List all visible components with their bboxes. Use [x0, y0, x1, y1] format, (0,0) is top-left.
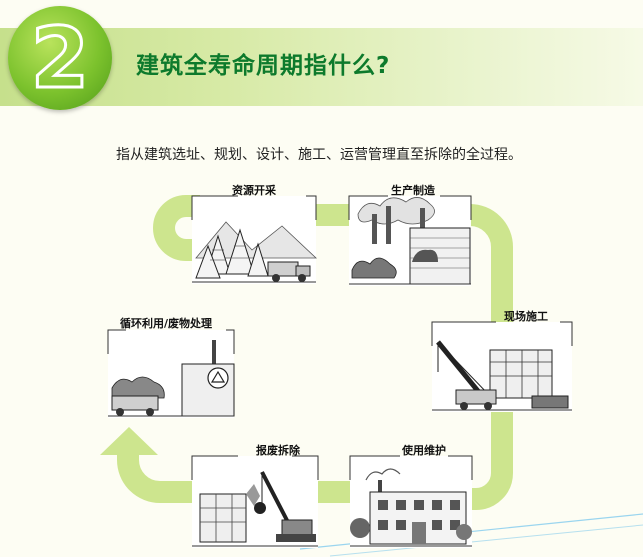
stage-label-maintenance: 使用维护 [401, 443, 446, 457]
stage-illustration-demolition [191, 455, 319, 548]
stage-label-manufacture: 生产制造 [391, 183, 436, 197]
cycle-arrow-head [100, 427, 158, 455]
stage-illustration-maintenance [349, 455, 473, 548]
page-title: 建筑全寿命周期指什么? [136, 53, 391, 79]
stage-label-recycle: 循环利用/废物处理 [120, 316, 212, 330]
cycle-loop [117, 195, 513, 510]
stage-label-construction: 现场施工 [504, 309, 548, 323]
section-number-badge: 2 [8, 6, 112, 110]
section-number: 2 [29, 9, 90, 107]
stage-label-demolition: 报废拆除 [256, 443, 301, 457]
stage-illustration-resource [191, 195, 318, 284]
stage-illustration-construction [431, 321, 573, 412]
stage-illustration-manufacture [348, 195, 472, 286]
deco-line [329, 524, 643, 557]
page-subtitle: 指从建筑选址、规划、设计、施工、运营管理直至拆除的全过程。 [116, 147, 522, 163]
stage-label-resource: 资源开采 [232, 183, 277, 197]
stage-illustration-recycle [107, 329, 235, 418]
